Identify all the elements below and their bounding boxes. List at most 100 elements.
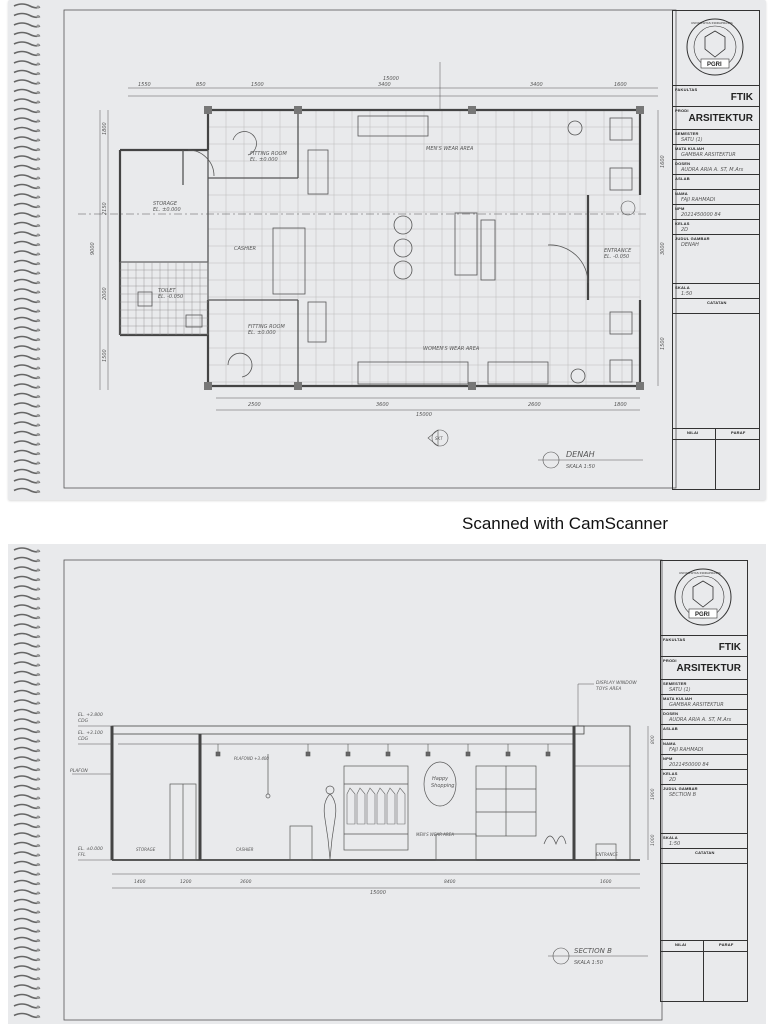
dim-top: 850 bbox=[196, 82, 206, 88]
section-label: PLAFOND +3.400 bbox=[234, 756, 269, 761]
spiral-binding bbox=[13, 3, 41, 494]
area-womens-label: WOMEN'S WEAR AREA bbox=[423, 346, 480, 352]
semester-label: SEMESTER bbox=[663, 681, 687, 686]
dim-top: 1550 bbox=[138, 82, 151, 88]
judul-label: JUDUL GAMBAR bbox=[663, 786, 698, 791]
dim-top: 3400 bbox=[530, 82, 543, 88]
section-label: ENTRANCE bbox=[596, 852, 618, 857]
skala-value: 1:50 bbox=[681, 291, 693, 297]
dim-left: 1800 bbox=[102, 122, 108, 135]
npm-value: 2021450000 84 bbox=[669, 762, 709, 768]
fakultas-label: FAKULTAS bbox=[663, 637, 686, 642]
section-label: CASHIER bbox=[236, 847, 254, 852]
caption-scale: SKALA 1:50 bbox=[566, 464, 595, 470]
title-block: PGRI UNIVERSITAS INDRAPRASTA FAKULTAS FTIK P… bbox=[660, 560, 748, 1002]
hanging-garments bbox=[346, 787, 406, 825]
cut-marker-label: SKT bbox=[435, 436, 443, 441]
pgri-logo-icon: PGRI UNIVERSITAS INDRAPRASTA bbox=[686, 18, 744, 76]
dim-bottom: 1800 bbox=[614, 402, 627, 408]
dim-bottom-total: 15000 bbox=[416, 412, 432, 418]
logo-sub: PGRI bbox=[695, 612, 710, 618]
fakultas-value: FTIK bbox=[730, 92, 753, 103]
section-dim-bottom: 1600 bbox=[600, 879, 612, 885]
logo-sub: PGRI bbox=[707, 62, 722, 68]
prodi-label: PRODI bbox=[663, 658, 677, 663]
dim-bottom: 3600 bbox=[376, 402, 389, 408]
section-dim-right: 1900 bbox=[650, 788, 656, 800]
dim-top: 1500 bbox=[251, 82, 264, 88]
fakultas-label: FAKULTAS bbox=[675, 87, 698, 92]
semester-label: SEMESTER bbox=[675, 131, 699, 136]
level-lines bbox=[72, 683, 594, 861]
pendant-lights bbox=[215, 744, 551, 757]
scan-watermark: Scanned with CamScanner bbox=[462, 514, 669, 533]
section-dim-bottom: 3600 bbox=[240, 879, 252, 885]
interior-elements bbox=[169, 754, 617, 861]
pgri-logo-icon: PGRI UNIVERSITAS INDRAPRASTA bbox=[674, 568, 732, 626]
section-dim-right: 1000 bbox=[650, 834, 656, 846]
skala-label: SKALA bbox=[675, 285, 690, 290]
dosen-label: DOSEN bbox=[663, 711, 679, 716]
aslab-label: ASLAB bbox=[675, 176, 690, 181]
kelas-label: KELAS bbox=[663, 771, 678, 776]
section-dim-bottom: 1200 bbox=[180, 879, 192, 885]
section-structure bbox=[110, 725, 640, 861]
section-caption-title: SECTION B bbox=[574, 947, 612, 955]
exterior-walls bbox=[118, 108, 642, 388]
judul-value-1: DENAH bbox=[681, 242, 699, 248]
section-caption: SECTION B SKALA 1:50 bbox=[548, 947, 648, 966]
prodi-label: PRODI bbox=[675, 108, 689, 113]
aslab-label: ASLAB bbox=[663, 726, 678, 731]
logo-text: UNIVERSITAS INDRAPRASTA bbox=[691, 21, 733, 25]
nama-label: NAMA bbox=[675, 191, 688, 196]
section-caption-scale: SKALA 1:50 bbox=[574, 960, 603, 966]
section-cut-marker: SKT bbox=[427, 200, 636, 447]
university-logo: PGRI UNIVERSITAS INDRAPRASTA bbox=[661, 561, 747, 636]
dosen-value: AUDRA ARIA A. ST, M.Ars bbox=[669, 717, 732, 723]
kelas-value: 2D bbox=[681, 227, 689, 233]
section-dim-bottom: 8400 bbox=[444, 879, 456, 885]
dim-bottom: 2500 bbox=[248, 402, 261, 408]
section-label: STORAGE bbox=[136, 847, 156, 852]
dim-top-total: 15000 bbox=[383, 76, 399, 82]
section-dimension-lines bbox=[112, 726, 649, 889]
drawing-border bbox=[63, 9, 677, 489]
npm-label: NPM bbox=[663, 756, 673, 761]
nilai-label: NILAI bbox=[675, 942, 687, 947]
university-logo: PGRI UNIVERSITAS INDRAPRASTA bbox=[673, 11, 759, 86]
kelas-value: 2D bbox=[669, 777, 677, 783]
fakultas-value: FTIK bbox=[718, 642, 741, 653]
catatan-label: CATATAN bbox=[707, 300, 727, 305]
dim-top: 3400 bbox=[378, 82, 391, 88]
dim-left-total: 9000 bbox=[90, 242, 96, 255]
skala-label: SKALA bbox=[663, 835, 678, 840]
dim-right: 3000 bbox=[660, 242, 666, 255]
drawing-border bbox=[63, 559, 663, 1021]
prodi-value: ARSITEKTUR bbox=[676, 663, 741, 674]
dim-bottom: 2600 bbox=[528, 402, 541, 408]
furniture bbox=[137, 115, 633, 385]
dim-left: 2000 bbox=[102, 287, 108, 300]
paraf-label: PARAF bbox=[731, 430, 746, 435]
matkul-value: GAMBAR ARSITEKTUR bbox=[669, 702, 724, 708]
section-dim-total: 15000 bbox=[370, 890, 386, 896]
title-block: PGRI UNIVERSITAS INDRAPRASTA FAKULTAS FTIK P… bbox=[672, 10, 760, 490]
logo-text: UNIVERSITAS INDRAPRASTA bbox=[679, 571, 721, 575]
semester-value: SATU (1) bbox=[669, 687, 691, 693]
nama-label: NAMA bbox=[663, 741, 676, 746]
dim-right: 1600 bbox=[660, 155, 666, 168]
matkul-label: MATA KULIAH bbox=[675, 146, 705, 151]
toilet-tiles bbox=[119, 261, 209, 335]
